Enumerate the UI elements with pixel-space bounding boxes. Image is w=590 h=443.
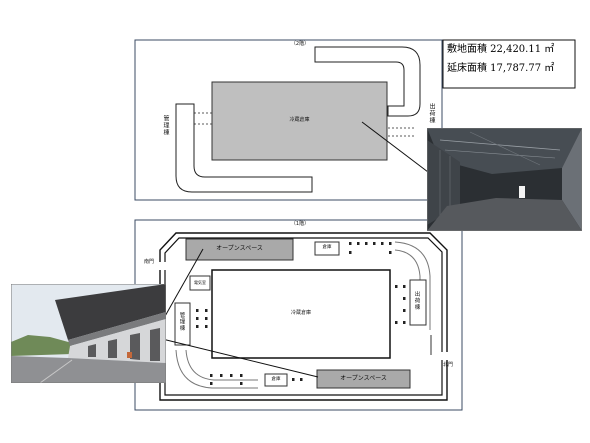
callout-line-open-space-top <box>163 248 204 319</box>
column-dots-top <box>349 242 392 254</box>
electric-room-label: 電気室 <box>194 280 206 285</box>
floor-area-text: 延床面積 17,787.77 ㎡ <box>447 63 555 74</box>
floor-2-title: （2階） <box>290 41 310 47</box>
storage-bottom <box>264 373 288 387</box>
column-dots-bottom <box>210 374 303 385</box>
open-space-bottom <box>316 369 411 389</box>
storage-bottom-label: 倉庫 <box>271 377 281 382</box>
column-dots-right <box>395 285 406 324</box>
interior-photo <box>427 128 582 231</box>
electric-room <box>189 275 211 291</box>
floor-2-left-corridor <box>175 103 313 193</box>
left-curved-road <box>175 349 258 389</box>
callout-line-interior <box>361 121 429 173</box>
shipping-building-label: 出荷棟 <box>413 291 420 311</box>
site-area-text: 敷地面積 22,420.11 ㎡ <box>447 44 555 55</box>
floor-2-right-building-label: 出荷棟 <box>428 103 435 124</box>
open-space-top-label: オープンスペース <box>216 245 263 252</box>
storage-top <box>314 241 340 256</box>
floor-1-warehouse <box>211 269 391 359</box>
storage-top-label: 倉庫 <box>322 245 332 250</box>
floor-2-plan <box>134 39 443 201</box>
column-dots-left <box>196 309 208 328</box>
right-curved-road-inner <box>394 249 421 280</box>
admin-building-label: 管理棟 <box>178 312 185 332</box>
left-curved-road-inner <box>185 349 258 381</box>
floor-2-warehouse-label: 冷蔵倉庫 <box>289 117 310 123</box>
right-curved-road <box>394 241 431 330</box>
admin-building <box>174 302 191 346</box>
open-space-top <box>185 238 294 261</box>
floor-2-warehouse <box>211 81 388 161</box>
exterior-photo <box>11 284 166 383</box>
floor-1-title: （1階） <box>290 221 310 227</box>
shipping-building <box>409 279 427 326</box>
floor-1-warehouse-label: 冷蔵倉庫 <box>290 310 311 316</box>
open-space-bottom-label: オープンスペース <box>340 375 387 382</box>
callout-line-open-space-bottom <box>149 335 319 378</box>
north-gate-label: 北門 <box>443 362 454 368</box>
floor-2-right-corridor <box>314 46 421 117</box>
south-gate-label: 南門 <box>144 259 155 265</box>
area-box <box>442 39 576 89</box>
floor-1-plan <box>134 219 463 411</box>
floor-2-left-building-label: 管理棟 <box>162 115 169 136</box>
